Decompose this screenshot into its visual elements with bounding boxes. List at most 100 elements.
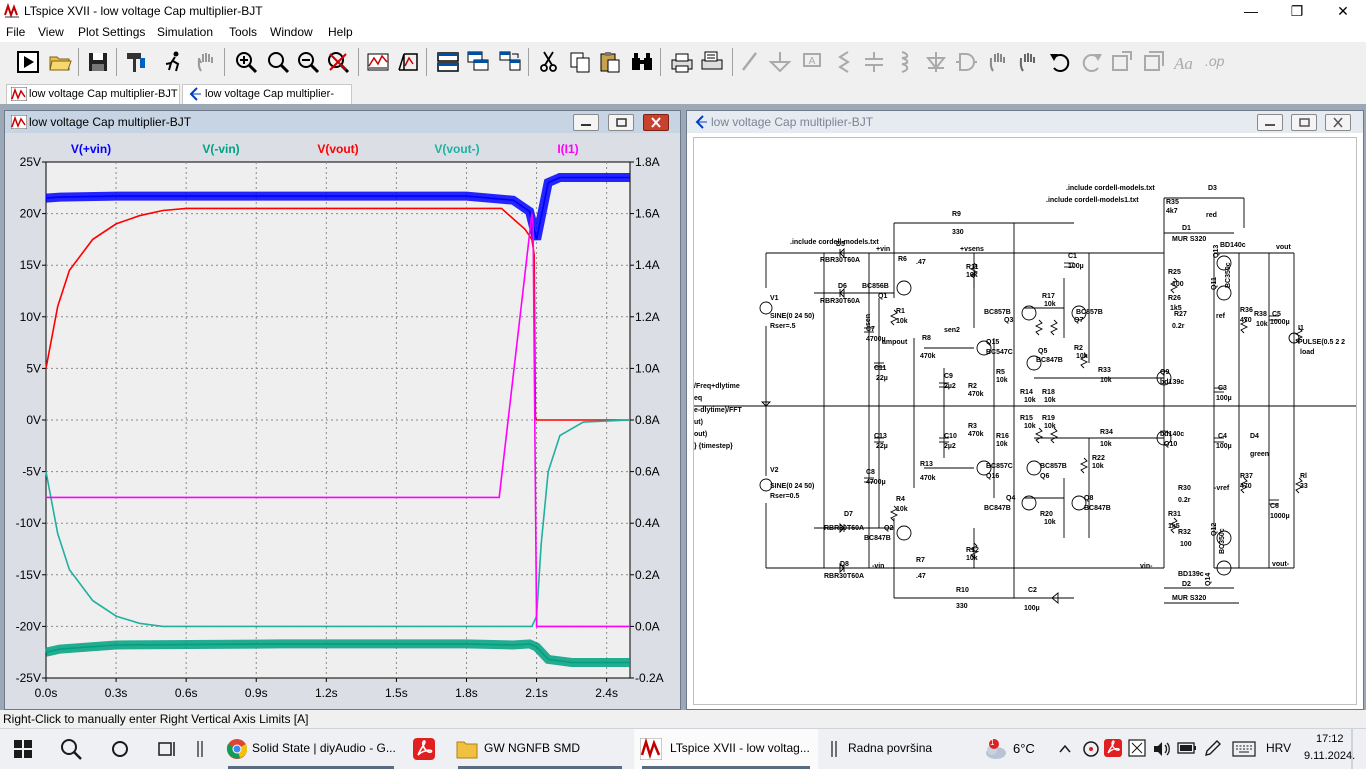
- waveform-maximize-button[interactable]: [608, 114, 634, 131]
- zoom-out-icon[interactable]: [296, 50, 320, 74]
- label-net-icon[interactable]: A: [800, 50, 824, 74]
- autorange-icon[interactable]: [366, 50, 390, 74]
- ground-icon[interactable]: [768, 50, 792, 74]
- tab-schematic[interactable]: low voltage Cap multiplier-BJT: [182, 84, 352, 119]
- arrange-icons-icon[interactable]: [498, 50, 522, 74]
- taskbar-item-explorer[interactable]: GW NGNFB SMD: [450, 729, 630, 769]
- run-man-icon[interactable]: [162, 50, 186, 74]
- menu-file[interactable]: File: [6, 25, 26, 39]
- halt-hand-icon[interactable]: [194, 50, 218, 74]
- acrobat-tray-icon[interactable]: [1104, 739, 1122, 757]
- tab-waveform[interactable]: low voltage Cap multiplier-BJT: [6, 84, 180, 104]
- network-share-icon[interactable]: [1082, 740, 1100, 758]
- language-indicator[interactable]: HRV: [1266, 741, 1292, 755]
- text-icon[interactable]: Aa: [1172, 50, 1196, 74]
- taskbar-item-ltspice[interactable]: LTspice XVII - low voltag...: [634, 729, 818, 769]
- find-binoculars-icon[interactable]: [630, 50, 654, 74]
- run-icon[interactable]: [16, 50, 40, 74]
- schematic-label-v1v: SINE(0 24 50): [770, 313, 814, 320]
- cortana-circle-icon[interactable]: [110, 739, 130, 759]
- schematic-drawing[interactable]: .include cordell-models.txt.include cord…: [694, 138, 1356, 704]
- schematic-label-q13: Q13: [1213, 245, 1220, 258]
- volume-icon[interactable]: [1152, 740, 1172, 758]
- app-title-bar[interactable]: LTspice XVII - low voltage Cap multiplie…: [0, 0, 1366, 22]
- schematic-label-i1v: PULSE(0.5 2 2: [1298, 339, 1345, 346]
- drag-hand-icon[interactable]: [1016, 50, 1040, 74]
- copy-icon[interactable]: [568, 50, 592, 74]
- taskbar-item-explorer-label: GW NGNFB SMD: [484, 741, 580, 755]
- taskbar-item-desktop[interactable]: Radna površina: [824, 729, 944, 769]
- capacitor-icon[interactable]: [862, 50, 886, 74]
- waveform-close-button[interactable]: [643, 114, 669, 131]
- schematic-label-r34: R34: [1100, 429, 1113, 436]
- show-desktop-strip[interactable]: [1351, 729, 1357, 769]
- zoom-fit-icon[interactable]: [326, 50, 350, 74]
- maximize-button[interactable]: ❐: [1274, 0, 1320, 22]
- pen-icon[interactable]: [1204, 739, 1222, 759]
- component-icon[interactable]: [954, 50, 978, 74]
- cut-scissors-icon[interactable]: [537, 50, 561, 74]
- spice-directive-icon[interactable]: .op: [1204, 50, 1228, 74]
- schematic-label-c10: C10: [944, 433, 957, 440]
- schematic-label-r27v: 0.2r: [1172, 323, 1185, 330]
- menu-simulation[interactable]: Simulation: [157, 25, 214, 39]
- toolbar: A Aa .op: [0, 42, 1366, 83]
- taskbar-item-chrome[interactable]: Solid State | diyAudio - G...: [220, 729, 402, 769]
- windows-start-icon[interactable]: [14, 740, 32, 758]
- waveform-window-titlebar[interactable]: low voltage Cap multiplier-BJT: [5, 111, 680, 133]
- move-hand-icon[interactable]: [986, 50, 1010, 74]
- schematic-maximize-button[interactable]: [1291, 114, 1317, 131]
- menu-view[interactable]: View: [38, 25, 64, 39]
- search-icon[interactable]: [60, 738, 82, 760]
- menu-help[interactable]: Help: [328, 25, 353, 39]
- legend-trace-label: I(I1): [557, 142, 578, 156]
- undo-icon[interactable]: [1048, 50, 1072, 74]
- chevron-up-icon[interactable]: [1058, 742, 1072, 756]
- draw-wire-icon[interactable]: [738, 50, 762, 74]
- cascade-windows-icon[interactable]: [466, 50, 490, 74]
- mirror-icon[interactable]: [1142, 50, 1166, 74]
- schematic-label-r22v: 10k: [1092, 463, 1104, 470]
- menu-window[interactable]: Window: [270, 25, 313, 39]
- minimize-button[interactable]: —: [1228, 0, 1274, 22]
- print-icon[interactable]: [670, 50, 694, 74]
- inductor-icon[interactable]: [892, 50, 916, 74]
- menu-tools[interactable]: Tools: [229, 25, 258, 39]
- zoom-in-icon[interactable]: [234, 50, 258, 74]
- schematic-window[interactable]: low voltage Cap multiplier-BJT: [686, 110, 1364, 710]
- print-setup-icon[interactable]: [700, 50, 724, 74]
- keyboard-icon[interactable]: [1232, 741, 1256, 757]
- tray-app-icon[interactable]: [1128, 739, 1146, 757]
- redo-icon[interactable]: [1080, 50, 1104, 74]
- schematic-window-titlebar[interactable]: low voltage Cap multiplier-BJT: [687, 111, 1363, 133]
- zoom-pan-icon[interactable]: [266, 50, 290, 74]
- waveform-minimize-button[interactable]: [573, 114, 599, 131]
- clock-date[interactable]: 9.11.2024.: [1304, 750, 1356, 762]
- close-icon: [651, 117, 661, 128]
- open-folder-icon[interactable]: [48, 50, 72, 74]
- fft-view-icon[interactable]: [396, 50, 420, 74]
- schematic-canvas[interactable]: .include cordell-models.txt.include cord…: [693, 137, 1357, 705]
- schematic-label-q8: Q8: [1084, 495, 1093, 502]
- y-right-tick-label: 1.2A: [635, 310, 660, 324]
- task-view-icon[interactable]: [156, 739, 178, 759]
- control-panel-hammer-icon[interactable]: [124, 50, 148, 74]
- rotate-icon[interactable]: [1110, 50, 1134, 74]
- tile-horizontal-icon[interactable]: [436, 50, 460, 74]
- schematic-minimize-button[interactable]: [1257, 114, 1283, 131]
- battery-icon[interactable]: [1177, 741, 1197, 755]
- schematic-label-q1: Q1: [878, 293, 887, 300]
- weather-cloud-icon[interactable]: [982, 739, 1008, 761]
- resistor-icon[interactable]: [832, 50, 856, 74]
- clock-time[interactable]: 17:12: [1316, 733, 1344, 745]
- taskbar-item-acrobat[interactable]: [404, 729, 444, 769]
- x-tick-label: 1.2s: [315, 686, 338, 700]
- diode-icon[interactable]: [924, 50, 948, 74]
- paste-icon[interactable]: [598, 50, 622, 74]
- menu-plot-settings[interactable]: Plot Settings: [78, 25, 146, 39]
- schematic-close-button[interactable]: [1325, 114, 1351, 131]
- save-icon[interactable]: [86, 50, 110, 74]
- close-button[interactable]: ✕: [1320, 0, 1366, 22]
